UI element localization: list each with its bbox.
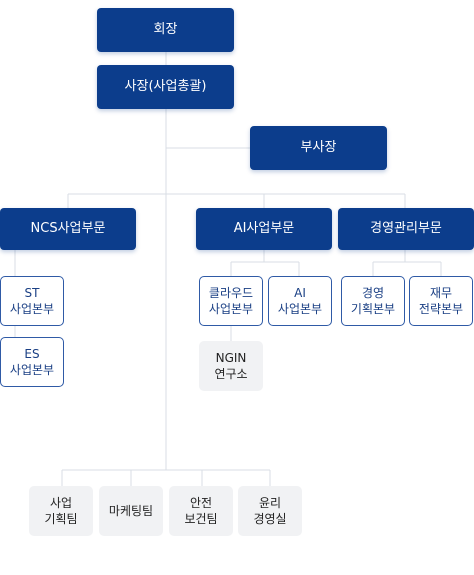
division-ai-box: AI사업부문 — [196, 208, 332, 250]
team-ethics-box: 윤리 경영실 — [238, 486, 302, 536]
division-mgmt-label: 경영관리부문 — [370, 221, 442, 237]
division-ncs-box: NCS사업부문 — [0, 208, 136, 250]
team-safety-box: 안전 보건팀 — [169, 486, 233, 536]
vice-president-box: 부사장 — [250, 126, 387, 170]
unit-es-box: ES 사업본부 — [0, 337, 64, 387]
unit-cloud-box: 클라우드 사업본부 — [199, 276, 263, 326]
president-box: 사장(사업총괄) — [97, 65, 234, 109]
ceo-label: 회장 — [153, 22, 178, 38]
unit-planning-box: 경영 기획본부 — [341, 276, 405, 326]
team-safety-label: 안전 보건팀 — [184, 495, 218, 526]
team-marketing-label: 마케팅팀 — [108, 503, 154, 518]
team-biz-planning-box: 사업 기획팀 — [29, 486, 93, 536]
unit-st-box: ST 사업본부 — [0, 276, 64, 326]
team-marketing-box: 마케팅팀 — [99, 486, 163, 536]
unit-cloud-label: 클라우드 사업본부 — [208, 285, 254, 316]
division-ai-label: AI사업부문 — [233, 221, 295, 237]
vice-president-label: 부사장 — [300, 140, 337, 156]
president-label: 사장(사업총괄) — [124, 79, 207, 95]
ceo-box: 회장 — [97, 8, 234, 52]
unit-ai-label: AI 사업본부 — [277, 285, 323, 316]
unit-finance-label: 재무 전략본부 — [418, 285, 464, 316]
unit-finance-box: 재무 전략본부 — [409, 276, 473, 326]
unit-planning-label: 경영 기획본부 — [350, 285, 396, 316]
unit-ngin-box: NGIN 연구소 — [199, 341, 263, 391]
unit-ai-box: AI 사업본부 — [268, 276, 332, 326]
team-biz-planning-label: 사업 기획팀 — [44, 495, 78, 526]
team-ethics-label: 윤리 경영실 — [253, 495, 287, 526]
unit-es-label: ES 사업본부 — [9, 346, 55, 377]
unit-ngin-label: NGIN 연구소 — [214, 350, 248, 381]
division-ncs-label: NCS사업부문 — [30, 221, 106, 237]
unit-st-label: ST 사업본부 — [9, 285, 55, 316]
division-mgmt-box: 경영관리부문 — [338, 208, 474, 250]
